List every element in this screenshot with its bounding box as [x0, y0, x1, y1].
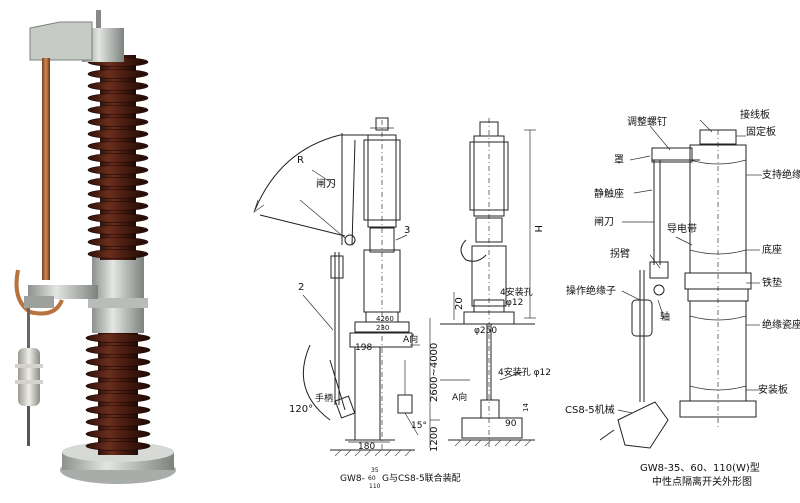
label-operating-insulator: 操作绝缘子 — [566, 284, 616, 297]
caption-left-sub: 110 — [369, 483, 381, 490]
caption-left-main: GW8- — [340, 474, 365, 484]
caption-right-line2: 中性点隔离开关外形图 — [652, 475, 752, 488]
side-view-labels: H 20 4安装孔 φ12 φ250 4安装孔 φ12 A向 90 14 — [452, 225, 551, 429]
caption-left: GW8- 35 60 110 G与CS8-5联合装配 — [340, 467, 461, 490]
insulator-shed — [85, 393, 151, 403]
label-a-dir-mid: A向 — [452, 391, 467, 403]
insulator-shed — [87, 165, 149, 175]
insulator-shed — [85, 333, 151, 343]
label-conductive-belt: 导电带 — [667, 222, 697, 235]
drawing-column — [354, 117, 410, 333]
insulator-shed — [85, 357, 151, 367]
label-adjusting-screw: 调整螺钉 — [627, 115, 667, 128]
insulator-shed — [87, 129, 149, 139]
middle-collar — [92, 255, 144, 333]
caption-left-tail: G与CS8-5联合装配 — [382, 472, 461, 484]
label-230: 230 — [376, 324, 389, 332]
insulator-shed — [87, 177, 149, 187]
insulator-shed — [85, 441, 151, 451]
label-phi250: φ250 — [474, 326, 497, 336]
label-iron-pad: 铁垫 — [762, 276, 782, 289]
label-support-insulator: 支持绝缘子 — [762, 168, 800, 181]
label-cs8-5: CS8-5机械 — [565, 403, 615, 416]
label-mount-plate: 安装板 — [758, 383, 788, 396]
label-handle: 手柄 — [315, 392, 333, 404]
insulator-shed — [85, 417, 151, 427]
top-cap — [29, 21, 93, 61]
insulator-shed — [87, 225, 149, 235]
label-20: 20 — [454, 297, 465, 310]
caption-right-line1: GW8-35、60、110(W)型 — [640, 461, 760, 474]
label-120: 120° — [289, 404, 313, 415]
insulator-shed — [87, 213, 149, 223]
insulator-shed — [85, 345, 151, 355]
label-shaft: 轴 — [660, 310, 670, 323]
insulator-shed — [87, 141, 149, 151]
label-fixed-plate: 固定板 — [746, 125, 776, 138]
label-180: 180 — [358, 442, 375, 452]
label-h: H — [532, 225, 543, 233]
upper-insulator — [87, 55, 149, 260]
insulator-shed — [85, 369, 151, 379]
insulator-shed — [87, 201, 149, 211]
label-hole4b: 4安装孔 φ12 — [498, 366, 551, 378]
label-r: R — [297, 155, 304, 166]
label-insulating-base: 绝缘瓷座 — [762, 318, 800, 331]
label-connect-plate: 接线板 — [740, 108, 770, 121]
swing-arc — [254, 134, 341, 211]
label-crank-arm: 拐臂 — [610, 247, 630, 260]
label-4260: 4260 — [376, 315, 394, 323]
insulator-shed — [85, 405, 151, 415]
operating-insulator — [18, 348, 40, 406]
label-2600-4000: 2600~4000 — [429, 343, 440, 402]
insulator-shed — [87, 189, 149, 199]
label-phi12: φ12 — [506, 298, 523, 308]
label-hole4: 4安装孔 — [500, 286, 533, 298]
side-view-drawing — [440, 118, 536, 450]
label-a-dir-left: A向 — [403, 333, 418, 345]
insulator-shed — [85, 429, 151, 439]
insulator-shed — [87, 93, 149, 103]
label-2: 2 — [298, 282, 304, 293]
insulator-shed — [87, 105, 149, 115]
insulator-shed — [87, 249, 149, 259]
caption-left-sup: 35 — [371, 467, 379, 474]
insulator-shed — [85, 381, 151, 391]
label-3: 3 — [404, 225, 410, 236]
label-1200: 1200 — [429, 427, 440, 452]
insulator-shed — [87, 69, 149, 79]
label-cover: 罩 — [614, 154, 624, 166]
caption-left-mid: 60 — [368, 475, 376, 482]
insulator-shed — [87, 153, 149, 163]
outline-labels: 调整螺钉 接线板 固定板 罩 支持绝缘子 静触座 闸刀 导电带 底座 拐臂 铁垫… — [565, 108, 800, 488]
lower-insulator — [85, 330, 151, 455]
insulator-shed — [87, 237, 149, 247]
assembly-labels: R 闸刀 3 2 4260 230 198 A向 手柄 120° 15° 180… — [289, 155, 461, 490]
label-198: 198 — [355, 343, 372, 353]
label-static-contact: 静触座 — [594, 187, 624, 200]
label-blade-right: 闸刀 — [594, 215, 614, 228]
label-15: 15° — [411, 421, 427, 431]
outline-drawing — [599, 119, 762, 449]
label-90: 90 — [505, 419, 517, 429]
insulator-shed — [87, 117, 149, 127]
insulator-shed — [87, 81, 149, 91]
switch-photo — [14, 10, 176, 484]
label-blade-left: 闸刀 — [316, 177, 336, 190]
assembly-drawing — [253, 117, 440, 457]
operating-arm — [28, 285, 98, 299]
label-base: 底座 — [762, 243, 782, 256]
label-14: 14 — [522, 403, 530, 412]
copper-rod — [42, 58, 50, 280]
